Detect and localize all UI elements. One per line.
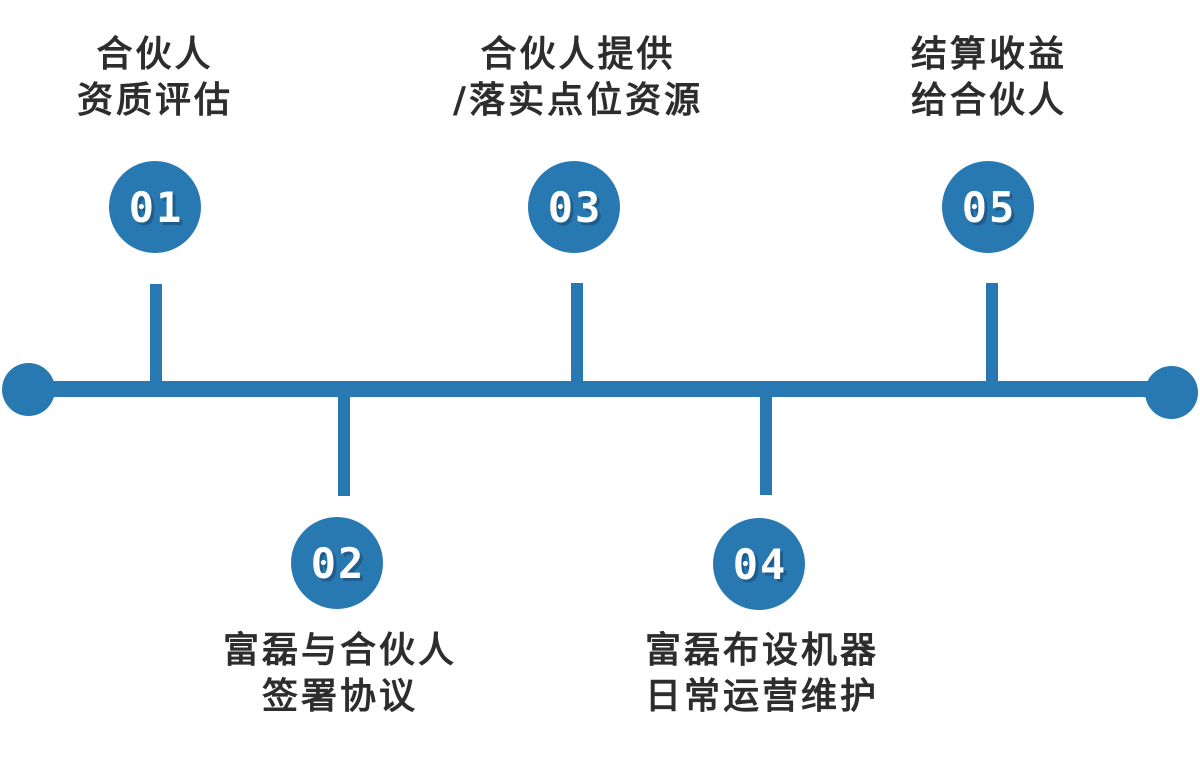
step-01-label: 合伙人 资质评估 <box>0 32 315 124</box>
step-03-number: 03 <box>547 182 603 232</box>
timeline-bar <box>28 381 1172 397</box>
step-04-connector <box>760 397 772 495</box>
step-05-connector <box>986 283 998 381</box>
step-02-label-line2: 签署协议 <box>261 676 418 717</box>
step-04-circle: 04 <box>713 518 805 610</box>
step-03-label-line2: /落实点位资源 <box>452 80 704 121</box>
step-03-label-line1: 合伙人提供 <box>480 34 676 75</box>
step-01-connector <box>150 284 162 381</box>
step-03-circle: 03 <box>528 161 620 253</box>
step-01-label-line2: 资质评估 <box>76 80 233 121</box>
step-03-connector <box>571 283 583 381</box>
step-02-label: 富磊与合伙人 签署协议 <box>180 628 500 720</box>
step-01-circle: 01 <box>109 161 201 253</box>
step-04-label: 富磊布设机器 日常运营维护 <box>602 628 922 720</box>
step-02-connector <box>338 397 350 496</box>
step-05-label-line1: 结算收益 <box>910 34 1067 75</box>
step-01-label-line1: 合伙人 <box>96 34 214 75</box>
step-01-number: 01 <box>128 182 184 232</box>
step-03-label: 合伙人提供 /落实点位资源 <box>418 32 738 124</box>
step-02-label-line1: 富磊与合伙人 <box>222 630 457 671</box>
step-04-label-line2: 日常运营维护 <box>644 676 879 717</box>
timeline-right-endpoint-dot <box>1145 366 1198 419</box>
step-05-label-line2: 给合伙人 <box>910 80 1067 121</box>
step-02-number: 02 <box>310 538 366 588</box>
step-05-label: 结算收益 给合伙人 <box>829 32 1149 124</box>
step-04-label-line1: 富磊布设机器 <box>644 630 879 671</box>
timeline-left-endpoint-dot <box>2 363 55 416</box>
step-05-number: 05 <box>961 182 1017 232</box>
step-02-circle: 02 <box>291 517 383 609</box>
step-05-circle: 05 <box>942 161 1034 253</box>
step-04-number: 04 <box>732 539 788 589</box>
